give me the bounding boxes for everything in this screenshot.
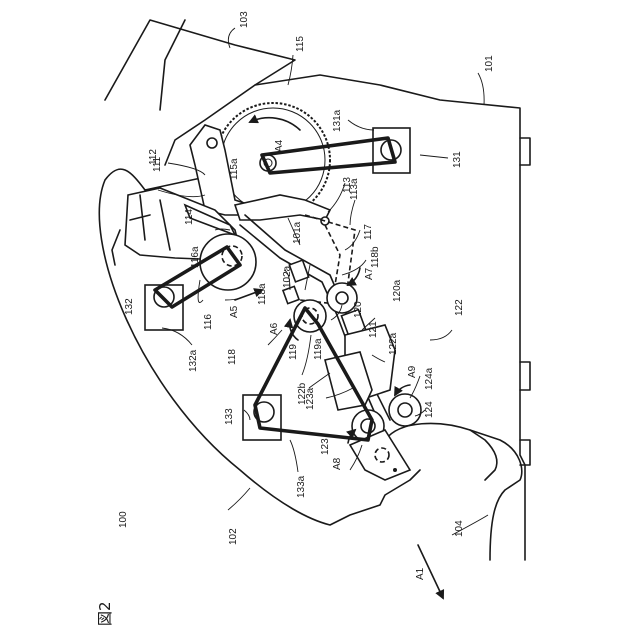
label-A4: A4 [274, 139, 285, 152]
roller-116 [200, 234, 256, 290]
label-112: 112 [148, 149, 159, 165]
label-117: 117 [363, 224, 374, 240]
label-115: 115 [295, 36, 306, 52]
label-124a: 124a [424, 367, 435, 390]
housing-101-tab-lower [520, 440, 530, 465]
label-123: 123 [320, 438, 331, 455]
figure-title: 図2 [96, 601, 114, 626]
label-101: 101 [484, 55, 495, 72]
label-113a: 113a [349, 178, 360, 200]
label-114: 114 [184, 209, 195, 225]
unit-103-inner [160, 20, 185, 110]
arm-112 [190, 125, 250, 215]
roller-124a [398, 403, 412, 417]
label-122: 122 [454, 299, 465, 316]
label-121: 121 [368, 321, 379, 338]
label-A7: A7 [364, 267, 375, 280]
label-133a: 133a [296, 475, 307, 498]
label-119a: 119a [313, 338, 324, 360]
exit-bracket-pin [393, 468, 397, 472]
tray-104 [385, 423, 522, 560]
label-124: 124 [424, 401, 435, 418]
roller-120a [336, 292, 348, 304]
label-A6: A6 [269, 322, 280, 335]
label-120: 120 [353, 301, 364, 318]
label-A1: A1 [415, 567, 426, 580]
label-132a: 132a [188, 349, 199, 372]
label-118a: 118a [257, 283, 268, 305]
label-A9: A9 [407, 365, 418, 378]
arm-112-pivot [207, 138, 217, 148]
label-123a: 123a [305, 387, 316, 410]
label-104: 104 [454, 520, 465, 537]
label-131: 131 [452, 151, 463, 168]
housing-101-tab-middle [520, 362, 530, 390]
label-103: 103 [239, 11, 250, 28]
label-102a: 102a [282, 265, 293, 288]
label-118: 118 [227, 349, 238, 365]
lever-113 [235, 195, 330, 220]
label-133: 133 [224, 408, 235, 425]
label-116: 116 [203, 314, 214, 330]
label-116a: 116a [190, 246, 201, 268]
label-122a: 122a [388, 332, 399, 355]
label-132: 132 [124, 298, 135, 315]
label-A8: A8 [332, 457, 343, 470]
label-100: 100 [118, 511, 129, 528]
arrow-A4 [250, 118, 300, 130]
cover-102-inner [112, 230, 120, 265]
label-131a: 131a [332, 109, 343, 132]
label-101a: 101a [292, 221, 303, 244]
label-119: 119 [288, 344, 299, 360]
label-120a: 120a [392, 279, 403, 302]
label-115a: 115a [229, 158, 240, 180]
label-A5: A5 [229, 305, 240, 318]
label-102: 102 [228, 528, 239, 545]
label-118b: 118b [370, 246, 381, 268]
guide-117-inner [325, 225, 340, 285]
housing-101-tab-upper [520, 138, 530, 165]
